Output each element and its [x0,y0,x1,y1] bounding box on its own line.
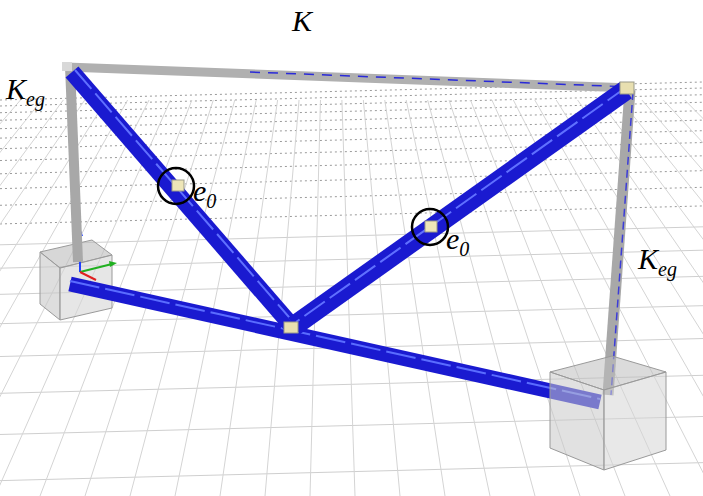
joint [62,62,634,333]
grid-line [0,100,63,496]
symbol-label: Keg [6,74,45,104]
grid-line [385,100,445,496]
grid-line [175,100,256,496]
grid-line [663,100,703,496]
ground-grid [0,82,703,496]
grid-line [0,227,703,245]
symbol-label: e0 [193,176,216,206]
imperfection-marker [158,168,448,245]
grid-line [0,143,703,161]
grid-line [406,100,490,496]
grid-line [470,100,625,496]
grid-line [0,206,703,224]
diagonal-brace [72,70,628,326]
grid-line [0,187,703,205]
symbol-label: K [292,6,312,36]
grid-line [363,100,400,496]
grid-line [0,156,703,174]
top-beam [66,67,632,88]
symbol-label: Keg [638,244,677,274]
symbol-label: e0 [446,224,469,254]
foundation-block [550,356,666,470]
column [70,66,633,395]
axis-triad [77,228,117,280]
grid-line [0,100,20,496]
grid-line [685,100,703,496]
